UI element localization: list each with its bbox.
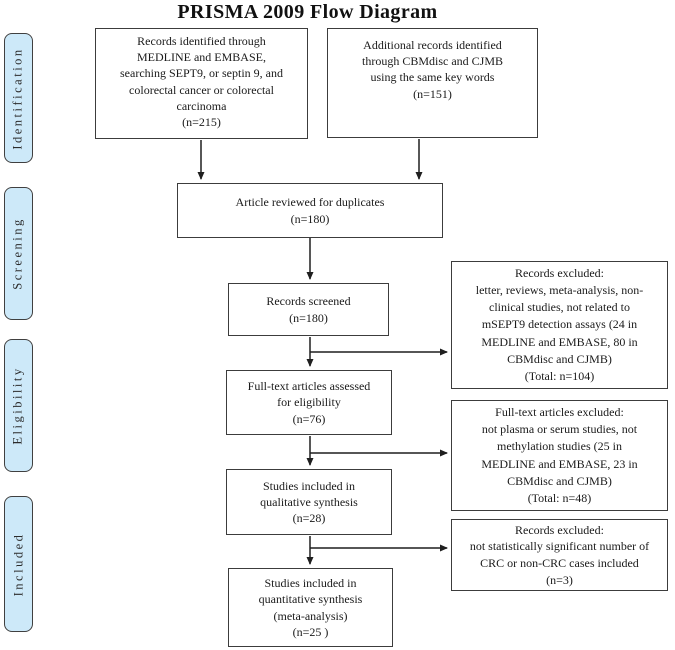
box-excluded-fulltext-text: Full-text articles excluded: not plasma …: [481, 404, 638, 506]
box-records-screened-text: Records screened (n=180): [266, 294, 351, 325]
box-duplicates-review-text: Article reviewed for duplicates (n=180): [235, 195, 385, 226]
box-qualitative-synthesis-text: Studies included in qualitative synthesi…: [260, 478, 358, 526]
box-fulltext-assessed: Full-text articles assessed for eligibil…: [226, 370, 392, 435]
box-excluded-fulltext: Full-text articles excluded: not plasma …: [451, 400, 668, 511]
box-additional-records: Additional records identified through CB…: [327, 28, 538, 138]
stage-label-included: Included: [11, 532, 26, 596]
stage-eligibility: Eligibility: [4, 339, 33, 472]
box-quantitative-synthesis: Studies included in quantitative synthes…: [228, 568, 393, 647]
box-duplicates-review: Article reviewed for duplicates (n=180): [177, 183, 443, 238]
box-records-identified: Records identified through MEDLINE and E…: [95, 28, 308, 139]
box-records-identified-text: Records identified through MEDLINE and E…: [120, 34, 283, 129]
box-excluded-after-screening-text: Records excluded: letter, reviews, meta-…: [475, 265, 644, 384]
stage-included: Included: [4, 496, 33, 632]
box-additional-records-text: Additional records identified through CB…: [361, 38, 503, 101]
box-fulltext-assessed-text: Full-text articles assessed for eligibil…: [247, 379, 371, 426]
box-quantitative-synthesis-text: Studies included in quantitative synthes…: [258, 576, 363, 639]
box-qualitative-synthesis: Studies included in qualitative synthesi…: [226, 469, 392, 535]
stage-label-screening: Screening: [11, 217, 26, 290]
diagram-title: PRISMA 2009 Flow Diagram: [177, 1, 438, 23]
stage-label-identification: Identification: [11, 46, 25, 150]
stage-identification: Identification: [4, 33, 33, 163]
stage-label-eligibility: Eligibility: [11, 366, 26, 445]
box-excluded-after-screening: Records excluded: letter, reviews, meta-…: [451, 261, 668, 389]
box-excluded-quantitative: Records excluded: not statistically sign…: [451, 519, 668, 591]
stage-screening: Screening: [4, 187, 33, 320]
box-excluded-quantitative-text: Records excluded: not statistically sign…: [469, 522, 650, 587]
box-records-screened: Records screened (n=180): [228, 283, 389, 336]
